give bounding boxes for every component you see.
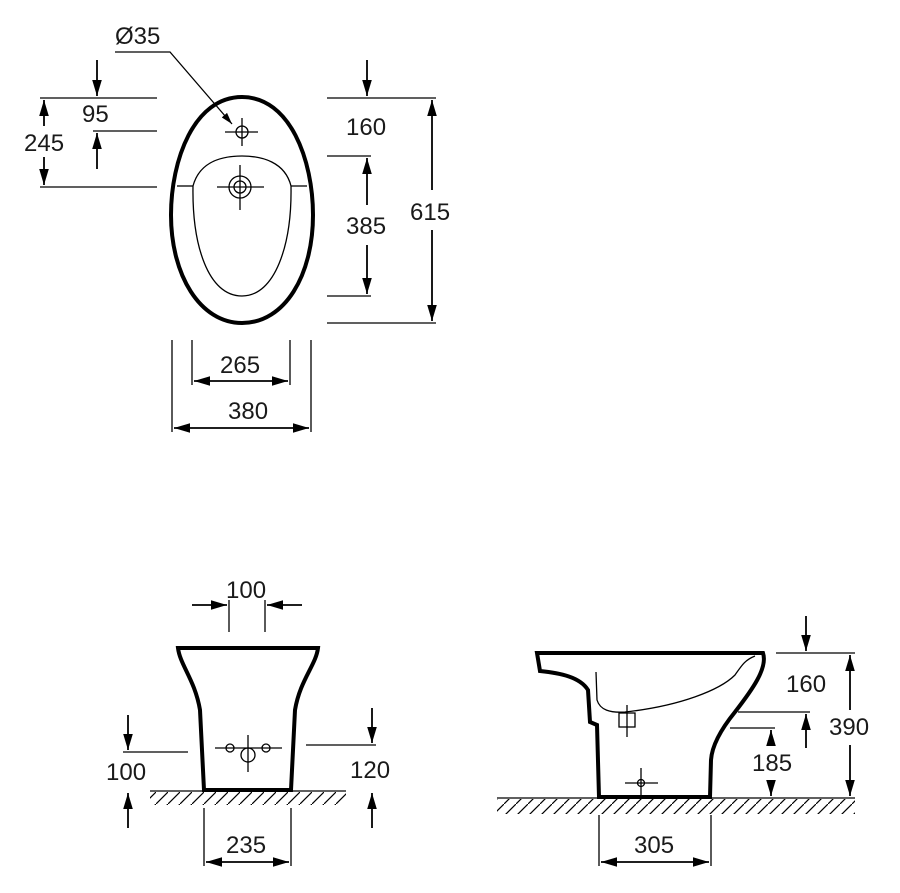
front-right-height-label: 120 bbox=[350, 757, 390, 784]
side-view: 160 390 185 305 bbox=[497, 616, 869, 867]
total-height-label: 390 bbox=[829, 714, 869, 741]
top-view: Ø35 95 245 160 385 615 265 380 bbox=[24, 23, 450, 433]
bowl-inner-outline bbox=[192, 155, 292, 297]
tap-hole-icon bbox=[225, 118, 258, 146]
drain-offset-label: 245 bbox=[24, 130, 64, 157]
front-view: 100 100 120 235 bbox=[106, 577, 390, 867]
bidet-outline-front bbox=[175, 646, 321, 792]
top-to-outlet-label: 160 bbox=[786, 671, 826, 698]
bowl-width-label: 265 bbox=[220, 352, 260, 379]
fixing-points-icon bbox=[215, 735, 282, 772]
front-to-bowl-label: 160 bbox=[346, 114, 386, 141]
front-left-height-label: 100 bbox=[106, 759, 146, 786]
floor-hatch-side bbox=[497, 799, 855, 814]
bowl-inner-side bbox=[595, 655, 756, 713]
base-depth-label: 305 bbox=[634, 832, 674, 859]
floor-fixing-icon bbox=[625, 768, 658, 797]
diameter-label: Ø35 bbox=[115, 23, 160, 50]
total-width-label: 380 bbox=[228, 398, 268, 425]
bowl-length-label: 385 bbox=[346, 213, 386, 240]
bidet-outline-side bbox=[534, 651, 766, 799]
base-width-label: 235 bbox=[226, 832, 266, 859]
outlet-height-label: 185 bbox=[752, 750, 792, 777]
outlet-icon bbox=[618, 705, 636, 737]
fixing-spacing-label: 100 bbox=[226, 577, 266, 604]
tap-offset-label: 95 bbox=[82, 101, 109, 128]
floor-hatch bbox=[150, 792, 346, 805]
drain-icon bbox=[217, 165, 264, 210]
total-length-label: 615 bbox=[410, 199, 450, 226]
bidet-outline-top bbox=[168, 94, 316, 326]
